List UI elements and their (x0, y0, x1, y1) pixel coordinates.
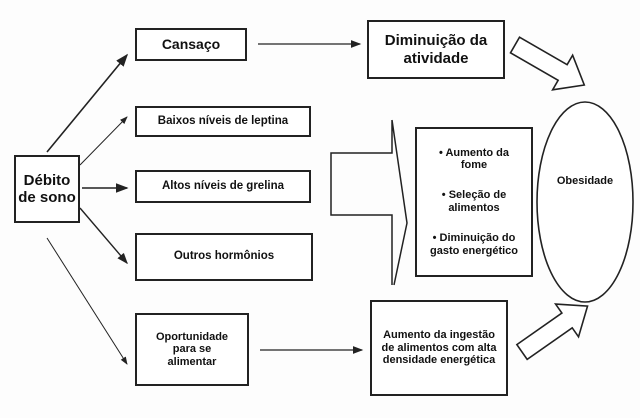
node-aumento-ingestao: Aumento da ingestão de alimentos com alt… (370, 300, 508, 396)
callout-arrow-hormones (330, 119, 408, 286)
diminuicao-label: Diminuição da atividade (384, 32, 488, 67)
hollow-arrow-bottom (515, 303, 589, 361)
outros-label: Outros hormônios (173, 250, 275, 263)
debito-label: Débito de sono (18, 171, 76, 206)
oportunidade-label: Oportunidade para se alimentar (155, 330, 229, 368)
arrow-debito-oportunidade (46, 237, 128, 365)
efeito-fome: • Aumento da fome (438, 146, 510, 172)
ingestao-label: Aumento da ingestão de alimentos com alt… (381, 329, 497, 367)
leptina-label: Baixos níveis de leptina (157, 114, 289, 127)
node-debito: Débito de sono (14, 155, 80, 223)
efeito-gasto: • Diminuição do gasto energético (429, 232, 519, 257)
node-diminuicao-atividade: Diminuição da atividade (367, 20, 505, 79)
node-cansaco: Cansaço (135, 28, 247, 61)
arrow-debito-leptina (79, 116, 128, 166)
obesidade-ellipse (536, 101, 634, 303)
node-outros-hormonios: Outros hormônios (135, 233, 313, 281)
node-altos-grelina: Altos níveis de grelina (135, 170, 311, 203)
node-oportunidade: Oportunidade para se alimentar (135, 313, 249, 386)
arrow-debito-cansaco (46, 53, 129, 153)
hollow-arrow-top (509, 36, 586, 91)
obesidade-label: Obesidade (556, 175, 614, 187)
cansaco-label: Cansaço (161, 36, 221, 53)
node-baixos-leptina: Baixos níveis de leptina (135, 106, 311, 137)
arrow-debito-outros (79, 207, 128, 265)
grelina-label: Altos níveis de grelina (161, 179, 285, 192)
node-efeitos: • Aumento da fome • Seleção de alimentos… (415, 127, 533, 277)
efeito-selecao: • Seleção de alimentos (441, 189, 507, 214)
